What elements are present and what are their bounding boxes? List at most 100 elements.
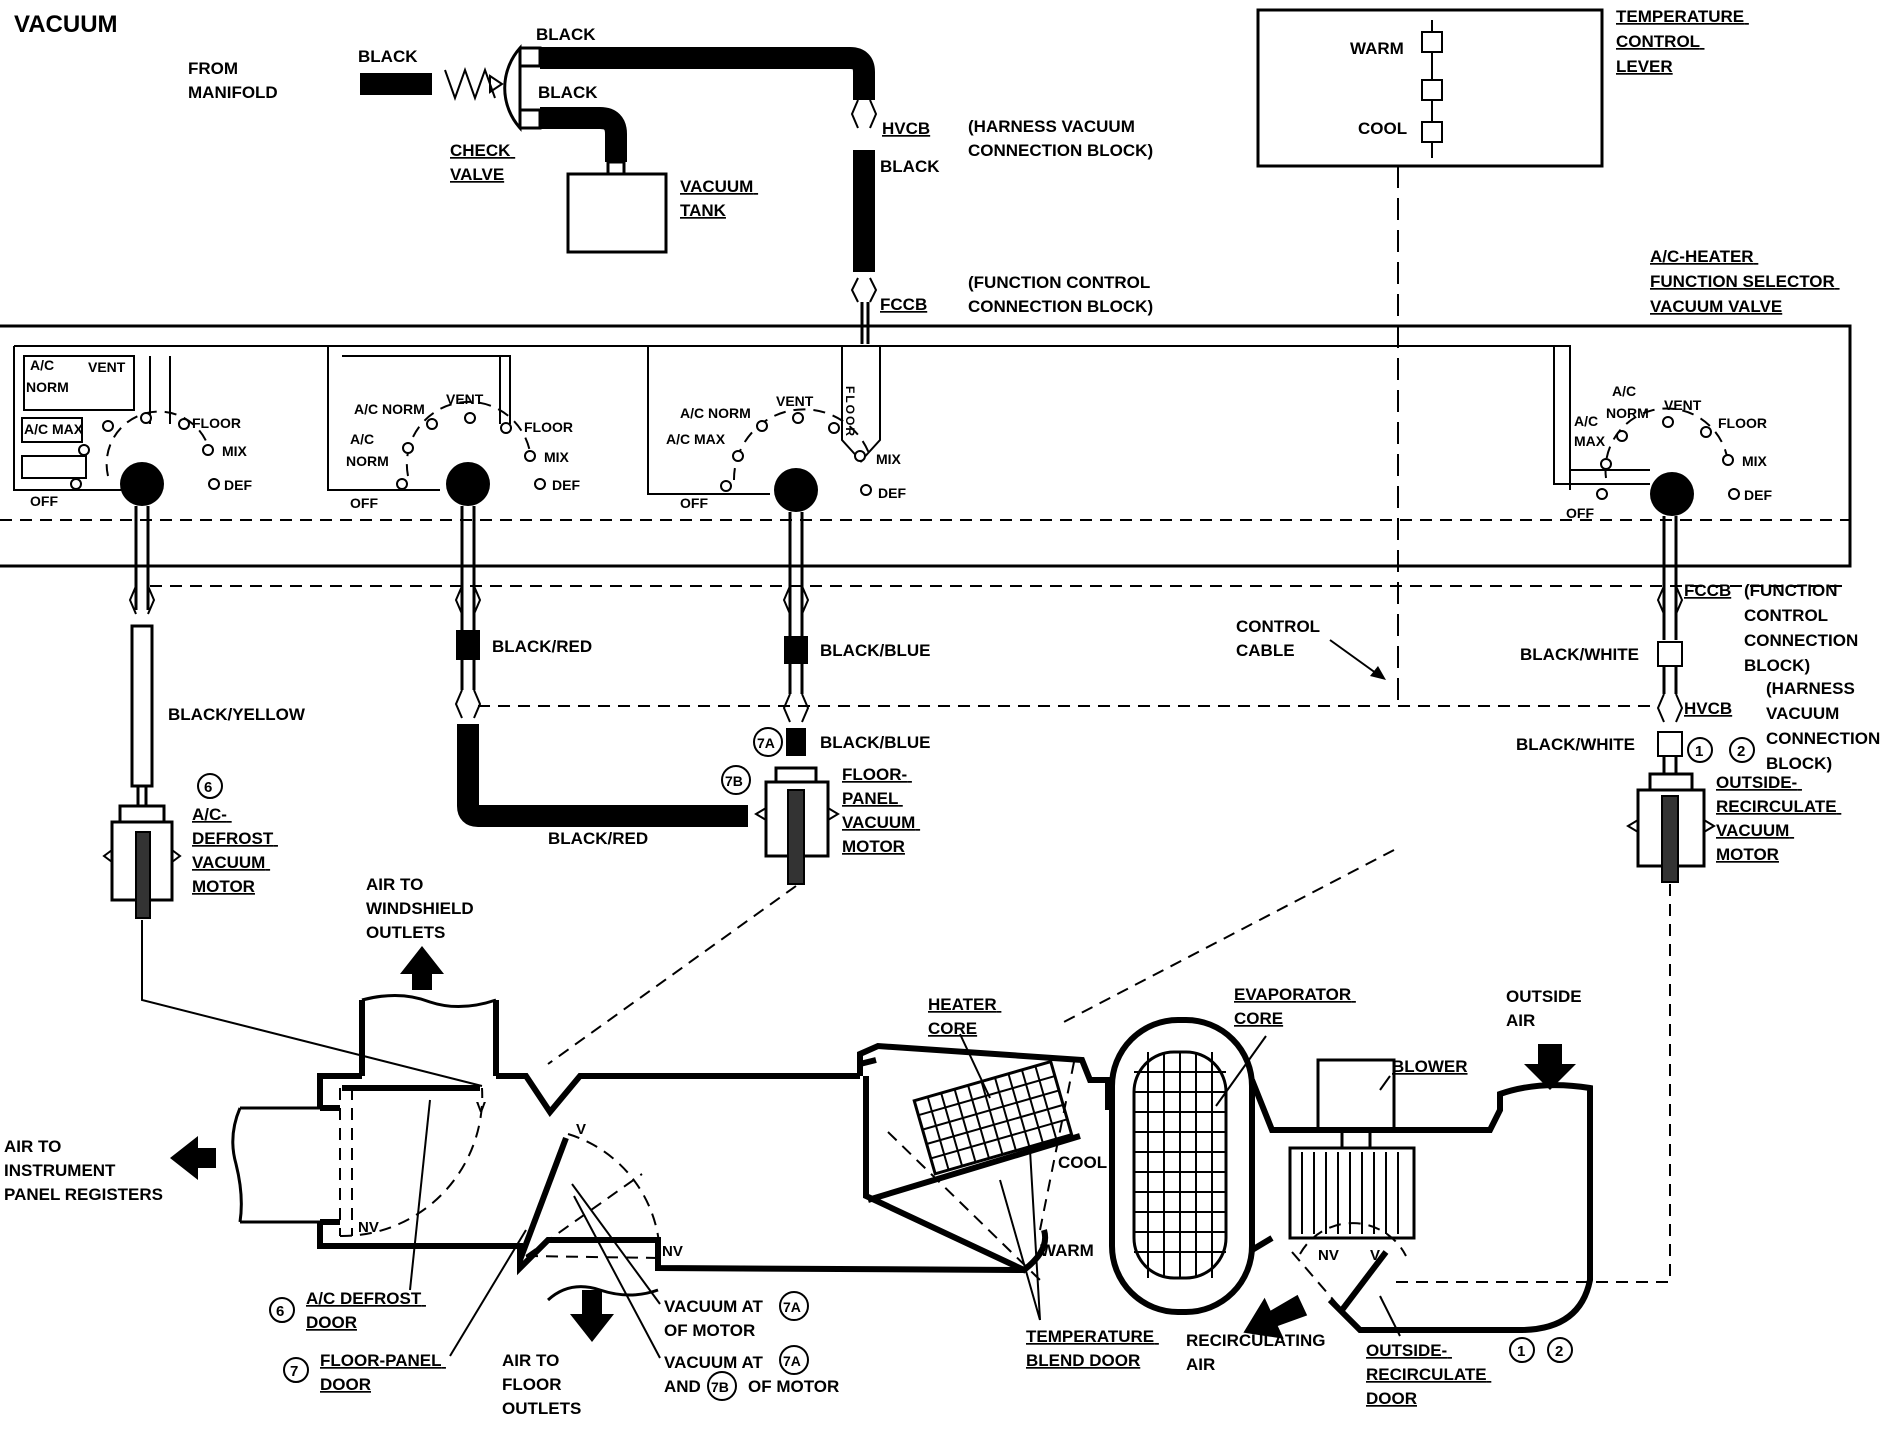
temperature-control-label: TEMPERATURE CONTROL LEVER [1616,7,1749,76]
callout-badge [779,1291,809,1321]
selector-position-label: OFF [30,493,58,509]
lever-detent-warm [1421,31,1443,53]
callout-number: 2 [1555,1343,1563,1360]
hose-fitting [786,728,806,756]
selector-channel [327,346,440,491]
selector-position-label: FLOOR [524,419,573,435]
temperature-control-lever: WARM COOL TEMPERATURE CONTROL LEVER [1256,7,1749,700]
selector-position-label: FLOOR [1718,415,1767,431]
hose-connector [454,689,482,719]
selector-position-label: MIX [876,451,902,467]
hose-stem [788,664,804,694]
hose-color-label: BLACK/BLUE [820,641,931,660]
selector-position-label: MIX [1742,453,1768,469]
evaporator-core-label: EVAPORATOR CORE [1234,985,1356,1028]
callout-number: 7A [757,735,775,751]
selector-port [792,412,804,424]
vacuum-tank [566,172,668,254]
arrow-down-icon [570,1290,614,1342]
callout-number: 7B [725,773,743,789]
floor-motor-red-hose: BLACK/RED BLACK/RED [454,585,748,848]
selector-output-line [788,512,804,640]
selector-position-label: DEF [224,477,252,493]
selector-1: A/C NORM VENT A/C MAX FLOOR MIX DEF OFF [13,346,252,610]
selector-position-label: VENT [446,391,484,407]
callout-number: 7A [783,1299,801,1315]
selector-2: A/C NORM VENT A/C NORM FLOOR MIX DEF OFF [327,346,580,630]
selector-position-label: A/C [1612,383,1636,399]
door-position-nv: NV [358,1219,379,1236]
hose-fitting [456,630,480,660]
selector-port [140,412,152,424]
lever-detent-cool [1421,121,1443,143]
door-position-nv: NV [662,1243,683,1260]
selector-port [70,478,82,490]
selector-channel [149,356,171,424]
callout-badge [283,1357,309,1383]
callout-badge [269,1297,295,1323]
selector-channel [342,355,511,424]
selector-output-line [460,506,476,630]
hose-color-label: BLACK [358,47,418,66]
selector-port [756,420,768,432]
callout-badge [721,765,751,795]
selector-position-label: DEF [1744,487,1772,503]
check-valve-arrow-icon [489,74,504,94]
callout-number: 1 [1695,743,1703,760]
selector-panel-outline [0,324,1852,568]
hvcb-connector [850,99,878,129]
selector-position-label: OFF [680,495,708,511]
selector-port [720,480,732,492]
hose-color-label: BLACK [538,83,598,102]
motor-rod [787,789,805,885]
floor-panel-door-arc [567,1133,661,1257]
blend-door-alt [887,1061,1075,1281]
vacuum-at-both-note: VACUUM AT AND OF MOTOR [664,1353,839,1396]
callout-badge [1547,1337,1573,1363]
selector-position-label: A/C NORM [354,401,425,417]
selector-position-label: FLOOR [192,415,241,431]
blower-motor [1316,1058,1396,1132]
instrument-duct [240,1106,320,1224]
fccb-label: FCCB [880,295,927,314]
selector-position-label: A/C MAX [24,421,84,437]
selector-position-label: NORM [1606,405,1649,421]
door-position-v: V [1370,1247,1380,1264]
selector-position-label: A/C [1574,413,1598,429]
selector-valve-label: A/C-HEATER FUNCTION SELECTOR VACUUM VALV… [1650,247,1840,316]
floor-panel-vacuum-motor: 7A 7B FLOOR- PANEL VACUUM MOTOR [721,727,915,885]
heater-core-grid [918,1065,1068,1171]
callout-badge [1509,1337,1535,1363]
selector-position-label: VENT [776,393,814,409]
selector-position-label: OFF [1566,505,1594,521]
plenum-bottom [317,1057,1025,1276]
selector-port [78,444,90,456]
selector-position-label: NORM [26,379,69,395]
selector-port [524,450,536,462]
selector-port [202,444,214,456]
hose-color-label: BLACK/BLUE [820,733,931,752]
vacuum-tank-neck [606,160,626,176]
motor-mount [102,849,182,863]
blower-label: BLOWER [1392,1057,1468,1076]
callout-badge [1729,737,1755,763]
door-position-nv: NV [1318,1247,1339,1264]
door-position-v: V [576,1121,586,1138]
hose-stem [460,660,476,690]
motor-cap [118,804,166,824]
selector-knob [1650,472,1694,516]
selector-knob [446,462,490,506]
selector-position-label: DEF [552,477,580,493]
control-cable: CONTROL CABLE [1236,617,1386,680]
selector-port [178,418,190,430]
plenum-top [317,1073,860,1118]
hvcb-description: (HARNESS VACUUM CONNECTION BLOCK) [968,117,1153,160]
arrow-up-icon [400,946,444,990]
blower-wheel [1288,1146,1416,1240]
blower-housing [1249,1078,1593,1333]
blend-door-pointer [999,1149,1041,1321]
instrument-outlet-label: AIR TO INSTRUMENT PANEL REGISTERS [4,1137,163,1204]
motor-body [110,820,174,902]
hose-color-label: BLACK/RED [548,829,648,848]
motor-cap [774,766,818,784]
